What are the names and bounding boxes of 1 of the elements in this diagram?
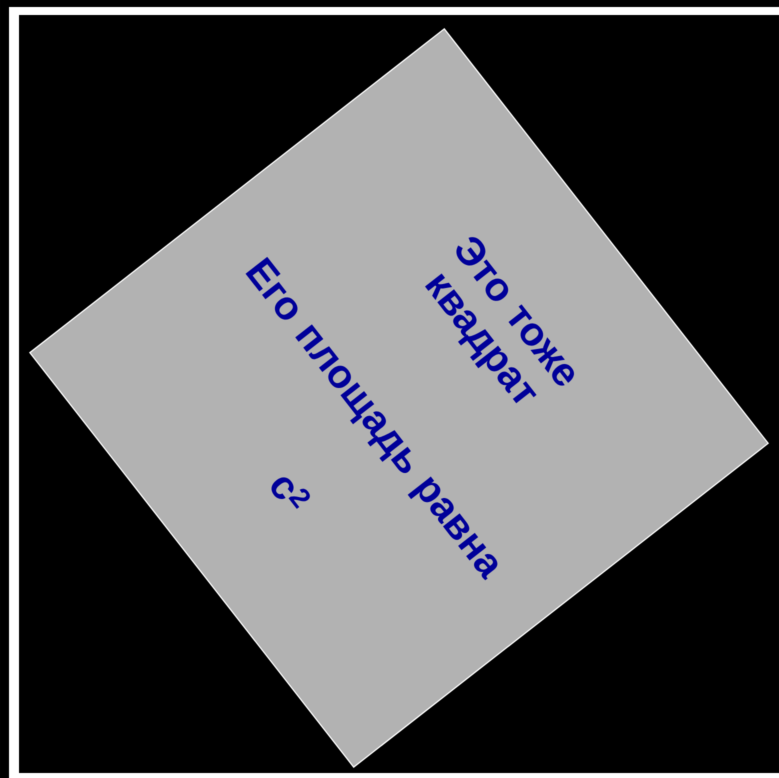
square-text: c$^{2}$ xyxy=(272,477,310,509)
